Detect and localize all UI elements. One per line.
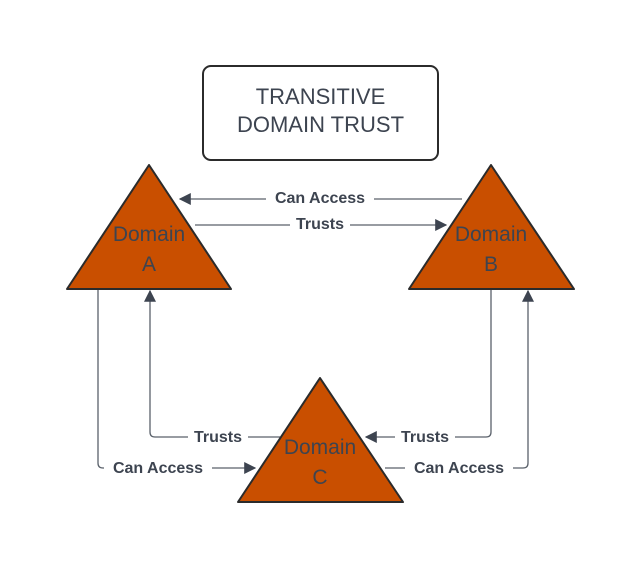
edge-b-to-c-trusts: [364, 289, 492, 443]
title-line-1: TRANSITIVE: [256, 84, 386, 109]
edge-label-trusts-left: Trusts: [194, 429, 242, 446]
node-domain-c: Domain C: [237, 377, 404, 503]
edge-c-to-b-can-access: [385, 289, 534, 469]
title-box: TRANSITIVE DOMAIN TRUST: [202, 65, 439, 161]
node-b-label-2: B: [484, 253, 498, 276]
node-c-label-1: Domain: [284, 436, 356, 459]
node-domain-b: Domain B: [408, 164, 575, 290]
title-line-2: DOMAIN TRUST: [237, 112, 404, 137]
node-c-label-2: C: [312, 466, 327, 489]
edge-label-can-access-right: Can Access: [414, 460, 504, 477]
edge-label-trusts-right: Trusts: [401, 429, 449, 446]
node-domain-a: Domain A: [66, 164, 232, 290]
edge-label-can-access-top: Can Access: [275, 190, 365, 207]
node-b-label-1: Domain: [455, 223, 527, 246]
edge-a-to-c-can-access: [97, 289, 257, 474]
node-a-label-2: A: [142, 253, 156, 276]
edge-label-trusts-top: Trusts: [296, 216, 344, 233]
edge-label-can-access-left: Can Access: [113, 460, 203, 477]
node-a-label-1: Domain: [113, 223, 185, 246]
edge-c-to-a-trusts: [144, 289, 280, 438]
